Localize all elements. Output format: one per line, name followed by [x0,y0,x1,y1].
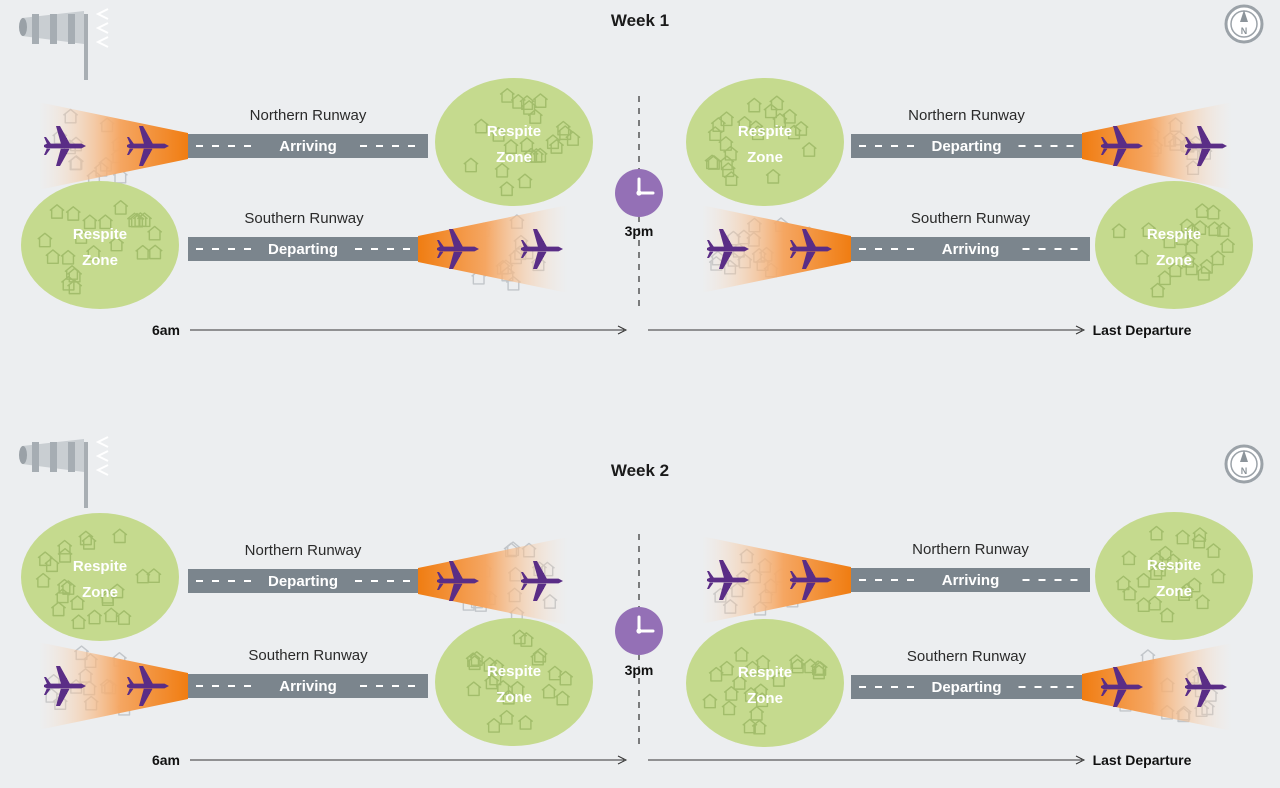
compass-label: N [1241,466,1248,476]
timeline-start-label: 6am [152,322,180,338]
respite-zone-label-1: Respite [73,558,127,575]
runway-strip [188,237,418,261]
respite-zone-label-2: Zone [747,149,783,166]
runway-name-label: Northern Runway [250,107,367,124]
runway-strip [851,134,1082,158]
runway-strip [851,237,1090,261]
runway-name-label: Southern Runway [907,648,1027,665]
runway-mode-label: Departing [268,573,338,590]
runway-mode-label: Departing [931,138,1001,155]
respite-zone-label-1: Respite [738,123,792,140]
respite-zone-label-1: Respite [487,663,541,680]
timeline: 6am Last Departure [152,752,1192,768]
respite-zone-area [1095,181,1253,309]
timeline-end-label: Last Departure [1093,752,1192,768]
runway-name-label: Northern Runway [912,541,1029,558]
runway-mode-label: Arriving [942,572,1000,589]
runway-mode-label: Arriving [942,241,1000,258]
respite-zone-label-2: Zone [1156,583,1192,600]
timeline-start-label: 6am [152,752,180,768]
timeline: 6am Last Departure [152,322,1192,338]
compass-icon: N [1224,4,1264,44]
respite-zone-label-2: Zone [496,149,532,166]
noise-cone [38,642,188,730]
respite-zone-label-2: Zone [496,689,532,706]
respite-zone-label-2: Zone [82,252,118,269]
week-title: Week 1 [611,11,669,30]
respite-zone-label-2: Zone [747,690,783,707]
clock-icon [615,607,663,655]
runway-name-label: Southern Runway [911,210,1031,227]
runway-strip [188,569,418,593]
noise-cone [701,536,851,624]
noise-cone [418,205,568,293]
runway-strip [851,675,1082,699]
respite-zone-area [1095,512,1253,640]
respite-zone-label-2: Zone [82,584,118,601]
midday-time-label: 3pm [625,662,654,678]
clock-icon [615,169,663,217]
runway-name-label: Northern Runway [245,542,362,559]
midday-time-label: 3pm [625,223,654,239]
noise-cone [1082,643,1232,731]
noise-cone [1082,102,1232,190]
noise-cone [701,205,851,293]
runway-name-label: Northern Runway [908,107,1025,124]
windsock-icon [19,436,182,508]
respite-zone-label-1: Respite [738,664,792,681]
compass-icon: N [1224,444,1264,484]
runway-mode-label: Arriving [279,678,337,695]
timeline-end-label: Last Departure [1093,322,1192,338]
respite-zone-label-1: Respite [1147,557,1201,574]
respite-zone-label-1: Respite [1147,226,1201,243]
respite-zone-label-1: Respite [73,226,127,243]
respite-zone-label-2: Zone [1156,252,1192,269]
windsock-icon [19,8,182,80]
respite-zone-area [21,513,179,641]
noise-cone [38,102,188,190]
runway-strip [851,568,1090,592]
respite-zone-area [435,618,593,746]
runway-name-label: Southern Runway [244,210,364,227]
runway-mode-label: Departing [268,241,338,258]
runway-mode-label: Arriving [279,138,337,155]
runway-name-label: Southern Runway [248,647,368,664]
noise-cone [418,537,568,625]
respite-zone-area [686,78,844,206]
compass-label: N [1241,26,1248,36]
respite-zone-label-1: Respite [487,123,541,140]
runway-mode-label: Departing [931,679,1001,696]
week-title: Week 2 [611,461,669,480]
